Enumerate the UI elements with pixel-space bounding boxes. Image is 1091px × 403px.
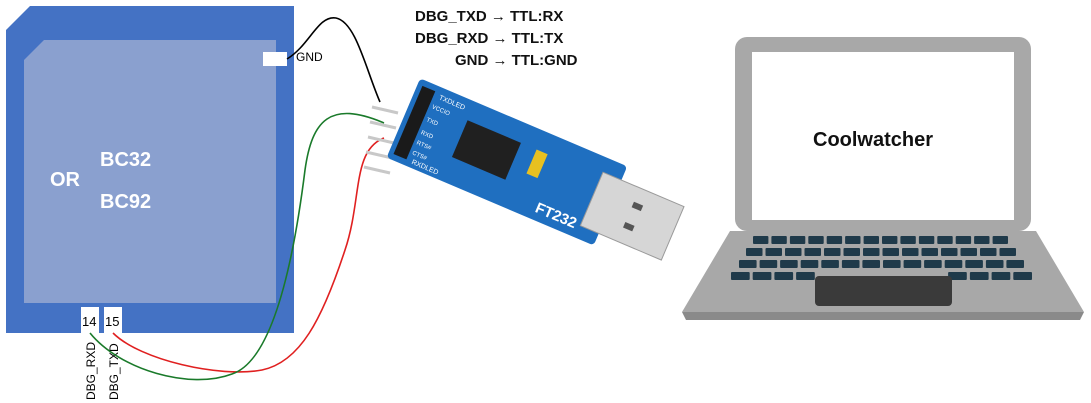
keyboard-key bbox=[883, 260, 901, 268]
keyboard-key bbox=[863, 248, 880, 256]
module-model-1: BC32 bbox=[100, 149, 151, 171]
keyboard-key bbox=[1013, 272, 1032, 280]
keyboard-key bbox=[921, 248, 938, 256]
keyboard-key bbox=[1006, 260, 1024, 268]
gnd-pad bbox=[263, 52, 287, 66]
keyboard-key bbox=[985, 260, 1004, 268]
keyboard-key bbox=[746, 248, 763, 256]
keyboard-key bbox=[944, 260, 963, 268]
keyboard-key bbox=[826, 236, 843, 244]
keyboard-key bbox=[863, 236, 879, 244]
module-prefix: OR bbox=[50, 169, 81, 191]
pin-cts: CTS# bbox=[411, 150, 428, 162]
keyboard-key bbox=[824, 248, 841, 256]
ft232-chip bbox=[451, 120, 521, 180]
connection-gnd: GND → TTL:GND bbox=[455, 52, 578, 69]
connection-txd: DBG_TXD → TTL:RX bbox=[415, 8, 563, 25]
keyboard-key bbox=[969, 272, 989, 280]
gnd-label: GND bbox=[296, 50, 323, 64]
usb-plug bbox=[579, 171, 685, 261]
header-pins bbox=[363, 105, 399, 175]
module-body bbox=[24, 40, 276, 303]
pin-txd: TXD bbox=[425, 117, 439, 127]
keyboard bbox=[731, 236, 1032, 280]
keyboard-key bbox=[800, 260, 819, 268]
keyboard-key bbox=[808, 236, 824, 244]
module-board: OR BC32 BC92 14 15 GND DBG_RXD DBG_TXD bbox=[6, 6, 323, 400]
tx-wire bbox=[112, 137, 385, 373]
pin-rxd: RXD bbox=[420, 130, 435, 141]
keyboard-key bbox=[771, 236, 787, 244]
keyboard-key bbox=[780, 260, 798, 268]
laptop-base-edge bbox=[682, 312, 1084, 320]
usb-ttl-adapter: FT232 TXDLED RXDLED VCCIO TXD RXD RTS# C… bbox=[363, 79, 685, 261]
pin-header bbox=[393, 85, 436, 160]
keyboard-key bbox=[774, 272, 794, 280]
pin-14-name: DBG_RXD bbox=[84, 342, 98, 400]
usb-slot-1 bbox=[631, 201, 644, 212]
keyboard-key bbox=[882, 236, 898, 244]
keyboard-key bbox=[752, 272, 772, 280]
keyboard-key bbox=[903, 260, 922, 268]
wires bbox=[89, 17, 385, 381]
screen-text: Coolwatcher bbox=[813, 129, 933, 151]
keyboard-key bbox=[804, 248, 821, 256]
laptop-screen bbox=[752, 52, 1014, 220]
keyboard-key bbox=[796, 272, 815, 280]
keyboard-key bbox=[882, 248, 899, 256]
keyboard-key bbox=[980, 248, 997, 256]
connection-rxd: DBG_RXD → TTL:TX bbox=[415, 30, 563, 47]
keyboard-key bbox=[843, 248, 860, 256]
keyboard-key bbox=[841, 260, 860, 268]
keyboard-key bbox=[955, 236, 972, 244]
pin-15-number: 15 bbox=[105, 314, 119, 329]
keyboard-key bbox=[948, 272, 967, 280]
keyboard-key bbox=[941, 248, 958, 256]
keyboard-key bbox=[789, 236, 806, 244]
keyboard-key bbox=[900, 236, 916, 244]
touchpad bbox=[815, 276, 952, 306]
keyboard-key bbox=[731, 272, 750, 280]
keyboard-key bbox=[974, 236, 990, 244]
keyboard-key bbox=[765, 248, 782, 256]
keyboard-key bbox=[759, 260, 778, 268]
keyboard-key bbox=[785, 248, 802, 256]
usb-slot-2 bbox=[623, 221, 635, 232]
connection-labels: DBG_TXD → TTL:RX DBG_RXD → TTL:TX GND → … bbox=[415, 8, 578, 69]
keyboard-key bbox=[924, 260, 942, 268]
laptop: Coolwatcher bbox=[682, 37, 1084, 320]
gnd-wire bbox=[286, 17, 381, 103]
keyboard-key bbox=[937, 236, 953, 244]
keyboard-key bbox=[992, 236, 1008, 244]
pin-rts: RTS# bbox=[415, 140, 432, 152]
keyboard-key bbox=[902, 248, 919, 256]
keyboard-key bbox=[999, 248, 1016, 256]
keyboard-key bbox=[845, 236, 861, 244]
keyboard-key bbox=[991, 272, 1011, 280]
rx-wire bbox=[89, 112, 385, 381]
keyboard-key bbox=[918, 236, 935, 244]
pin-15-pad bbox=[104, 307, 122, 333]
module-model-2: BC92 bbox=[100, 191, 151, 213]
keyboard-key bbox=[862, 260, 880, 268]
keyboard-key bbox=[739, 260, 757, 268]
keyboard-key bbox=[965, 260, 983, 268]
pin-14-pad bbox=[81, 307, 99, 333]
jumper bbox=[526, 149, 548, 179]
pin-14-number: 14 bbox=[82, 314, 96, 329]
keyboard-key bbox=[821, 260, 839, 268]
keyboard-key bbox=[753, 236, 769, 244]
keyboard-key bbox=[960, 248, 977, 256]
